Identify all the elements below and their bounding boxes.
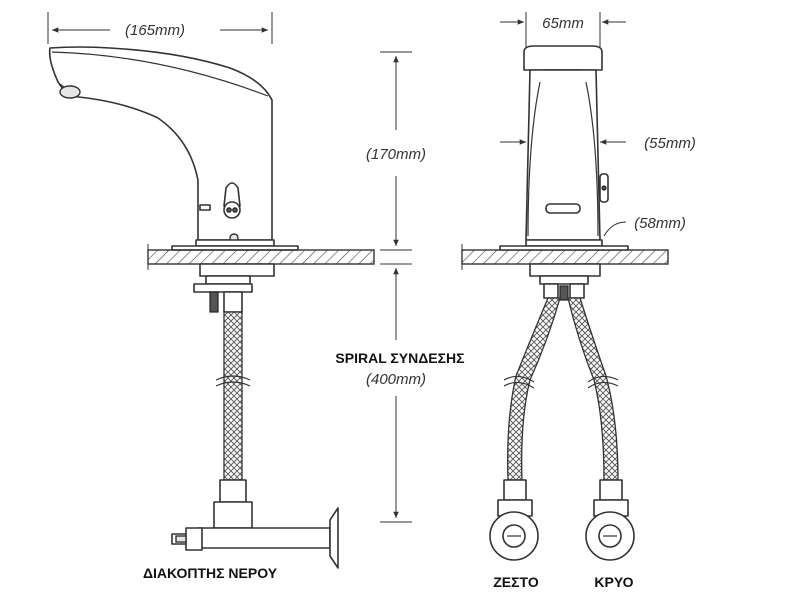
hose-break-front xyxy=(503,375,619,389)
hose-title-label: SPIRAL ΣΥΝΔΕΣΗΣ xyxy=(335,350,464,366)
width-label-front: 65mm xyxy=(542,15,584,32)
hose-cold xyxy=(567,297,619,481)
width-dimension-side xyxy=(47,12,273,44)
valve-label: ΔΙΑΚΟΠΤΗΣ ΝΕΡΟΥ xyxy=(143,565,278,581)
mount-assembly-front xyxy=(529,263,601,301)
hose-break-side xyxy=(215,375,251,387)
countertop-front xyxy=(461,249,669,265)
hose-length-label: (400mm) xyxy=(366,371,426,388)
width-label-side: (165mm) xyxy=(125,22,185,39)
hose-side xyxy=(223,311,243,481)
base-diameter-leader xyxy=(603,221,627,237)
width-dimension-front xyxy=(500,12,626,50)
body-width-label: (55mm) xyxy=(644,135,696,152)
cold-label: ΚΡΥΟ xyxy=(594,574,633,590)
mount-assembly-side xyxy=(193,263,275,313)
countertop-side xyxy=(147,249,375,265)
base-diameter-label: (58mm) xyxy=(634,215,686,232)
hose-length-dimension xyxy=(380,263,412,523)
hose-hot xyxy=(507,297,561,481)
faucet-body-front xyxy=(523,45,609,247)
shutoff-valve xyxy=(171,479,339,569)
hot-label: ΖΕΣΤΟ xyxy=(493,574,539,590)
connector-cold xyxy=(585,479,635,561)
front-view: 65mm (55mm) (58mm) xyxy=(461,12,696,590)
connector-hot xyxy=(489,479,539,561)
height-dimension xyxy=(380,51,412,251)
side-view: (165mm) xyxy=(47,12,375,581)
faucet-body-side xyxy=(48,46,299,251)
height-label: (170mm) xyxy=(366,146,426,163)
